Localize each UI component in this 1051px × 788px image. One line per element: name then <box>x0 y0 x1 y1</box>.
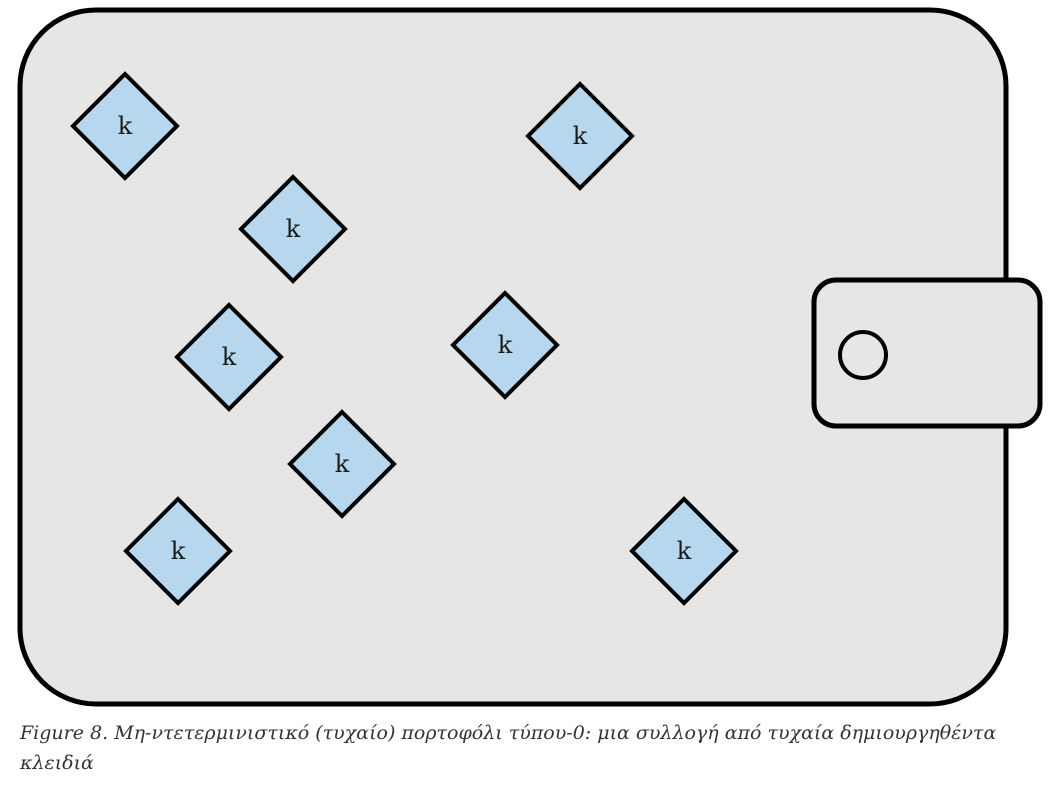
key-diamond <box>123 496 233 606</box>
keys-layer: k k k k k k k k <box>70 71 739 606</box>
key-label: k <box>677 537 692 565</box>
key-diamond <box>287 409 397 519</box>
key-item: k <box>123 496 233 606</box>
figure-caption: Figure 8. Μη-ντετερμινιστικό (τυχαίο) πο… <box>20 722 997 774</box>
wallet-clasp <box>811 277 1043 429</box>
key-item: k <box>238 174 348 284</box>
key-item: k <box>174 302 284 412</box>
key-diamond <box>70 71 180 181</box>
key-label: k <box>573 122 588 150</box>
key-diamond <box>238 174 348 284</box>
key-label: k <box>286 215 301 243</box>
key-diamond <box>629 496 739 606</box>
key-diamond <box>525 81 635 191</box>
clasp-button <box>838 330 888 380</box>
key-label: k <box>171 537 186 565</box>
key-label: k <box>498 331 513 359</box>
key-item: k <box>525 81 635 191</box>
key-diamond <box>450 290 560 400</box>
key-label: k <box>335 450 350 478</box>
key-item: k <box>287 409 397 519</box>
key-item: k <box>70 71 180 181</box>
key-item: k <box>629 496 739 606</box>
key-diamond <box>174 302 284 412</box>
key-label: k <box>118 112 133 140</box>
key-item: k <box>450 290 560 400</box>
wallet-diagram: k k k k k k k k <box>17 7 1043 707</box>
key-label: k <box>222 343 237 371</box>
